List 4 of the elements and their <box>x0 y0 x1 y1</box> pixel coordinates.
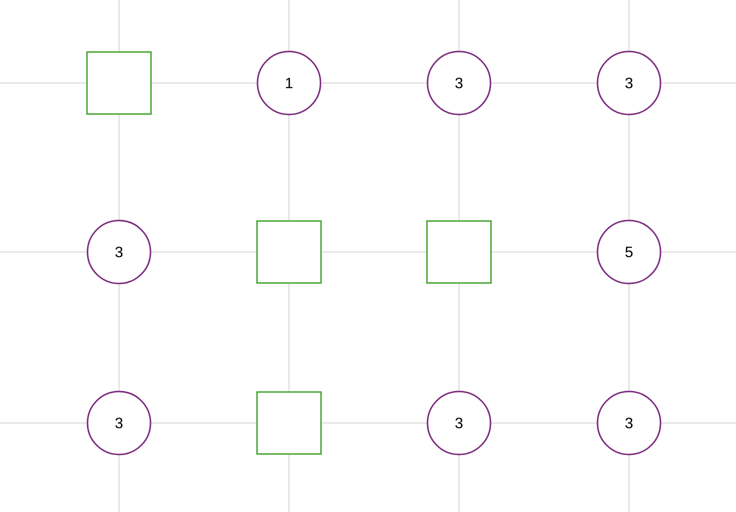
empty-square <box>256 391 322 455</box>
empty-square <box>86 51 152 115</box>
empty-square <box>256 220 322 284</box>
empty-square <box>426 220 492 284</box>
